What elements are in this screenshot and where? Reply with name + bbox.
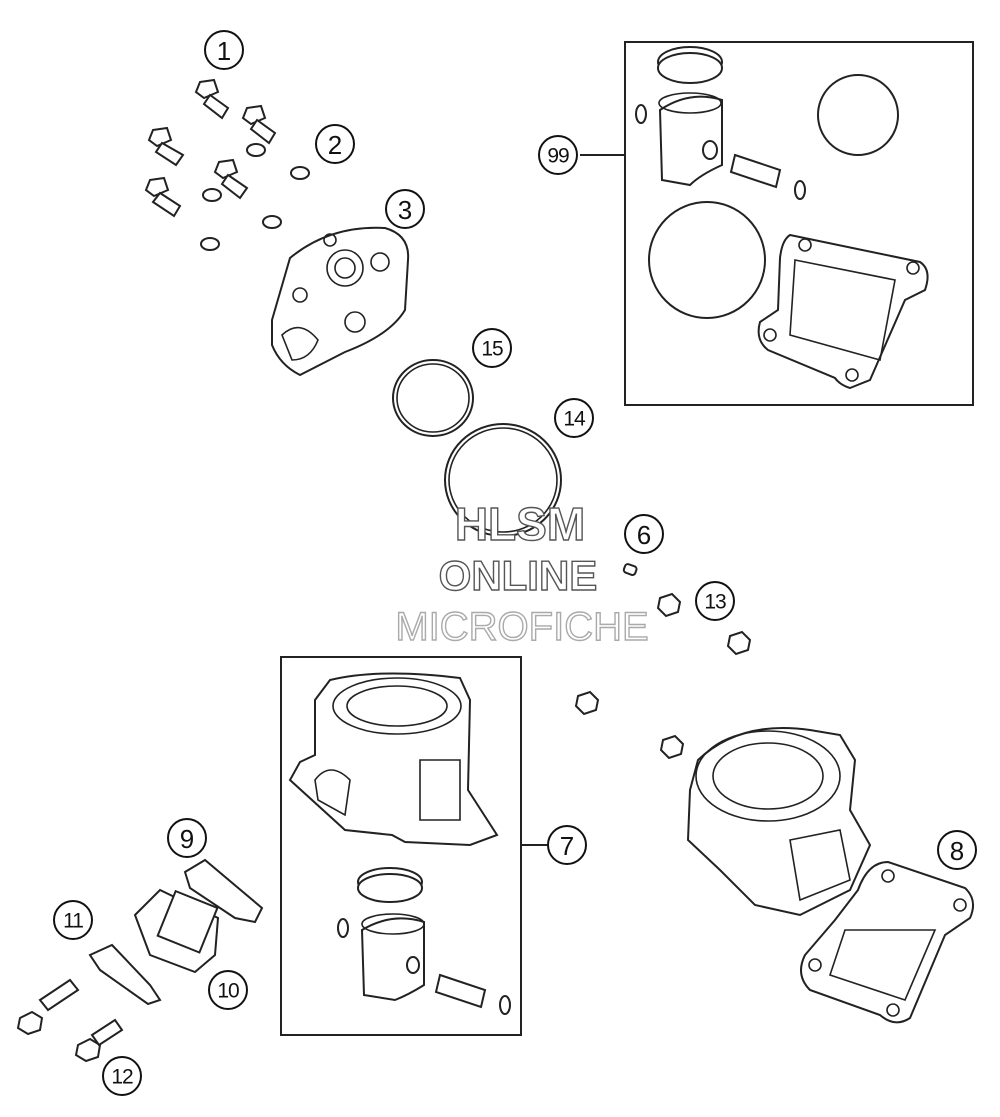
callout-8: 8 [937,830,977,870]
callout-10: 10 [208,970,248,1010]
reed-bracket-icon [88,943,162,1006]
svg-text:99: 99 [547,145,569,168]
washer-icon [262,215,282,229]
callout-14: 14 [554,398,594,438]
callout-3: 3 [385,189,425,229]
intake-flange-group [16,858,264,1063]
o-ring-14-icon [444,423,562,537]
head-o-ring-icon [817,74,899,156]
svg-text:6: 6 [637,520,651,550]
svg-text:11: 11 [63,910,83,933]
callout-13: 13 [695,581,735,621]
svg-text:9: 9 [180,824,194,854]
callout-15: 15 [472,328,512,368]
cylinder-assembly-icon [686,727,872,917]
callout-7: 7 [547,825,587,865]
piston-icon [658,95,723,187]
washer-icon [202,188,222,202]
cylinder-o-ring-icon [648,201,766,319]
piston-pin-icon [434,973,487,1009]
o-ring-15-icon [392,359,474,437]
svg-text:MICROFICHE: MICROFICHE [395,605,648,649]
callout-2: 2 [315,124,355,164]
kit-box-99 [580,41,974,406]
bolt-icon [144,176,182,218]
head-bolts [144,78,310,251]
svg-text:8: 8 [950,836,964,866]
svg-text:HLSM: HLSM [455,498,585,550]
kit-box-7 [280,656,548,1036]
piston-pin-icon [729,153,782,189]
nut-icon [574,690,600,716]
nut-icon [726,630,752,656]
callout-12: 12 [102,1056,142,1096]
bolt-icon [241,104,277,145]
svg-text:7: 7 [560,831,574,861]
intake-gasket-icon [183,858,264,924]
svg-text:10: 10 [217,980,239,1003]
washer-icon [246,143,266,157]
bolt-icon [74,1018,124,1063]
callout-6: 6 [624,514,664,554]
bolt-icon [194,78,230,120]
bolt-icon [16,978,80,1036]
svg-text:2: 2 [328,130,342,160]
washer-icon [200,237,220,251]
callout-99: 99 [538,135,578,175]
cylinder-icon [288,672,499,847]
cylinder-head-icon [271,226,410,377]
callout-11: 11 [53,900,93,940]
washer-icon [290,166,310,180]
nut-icon [656,592,682,618]
bolt-icon [213,158,249,200]
svg-text:15: 15 [481,338,503,361]
svg-text:ONLINE: ONLINE [439,552,598,599]
base-gasket-icon [757,233,929,390]
callout-1: 1 [204,30,244,70]
base-gasket-8-icon [800,860,975,1024]
dowel-pin-icon [622,563,638,576]
piston-icon [360,917,425,1002]
svg-text:1: 1 [217,36,231,66]
svg-text:12: 12 [111,1066,133,1089]
callout-9: 9 [167,818,207,858]
svg-text:3: 3 [398,195,412,225]
watermark: HLSM ONLINE MICROFICHE [395,497,650,649]
bolt-icon [147,126,185,167]
nut-icon [659,734,685,760]
svg-text:13: 13 [704,591,726,614]
svg-text:14: 14 [563,408,586,431]
